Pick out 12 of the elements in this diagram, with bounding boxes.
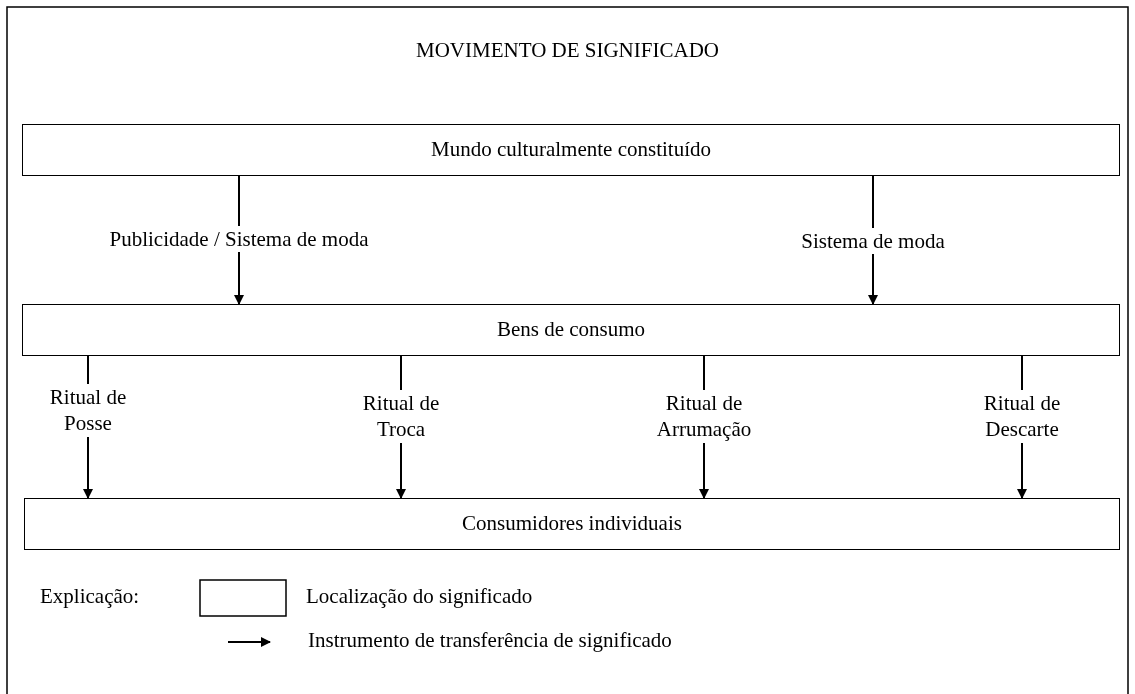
box-text: Mundo culturalmente constituído [431,137,711,163]
process-box [24,498,1120,550]
legend-heading: Explicação: [40,584,140,610]
process-box [22,124,1120,176]
diagram-title: MOVIMENTO DE SIGNIFICADO [415,38,720,64]
process-box [22,304,1120,356]
box-text: Consumidores individuais [462,511,682,537]
edge-label: Sistema de moda [801,228,945,255]
legend-text: Localização do significado [306,584,533,610]
legend-text: Instrumento de transferência de significado [308,628,672,654]
box-text: Bens de consumo [496,317,646,343]
edge-label: Publicidade / Sistema de moda [109,226,369,253]
